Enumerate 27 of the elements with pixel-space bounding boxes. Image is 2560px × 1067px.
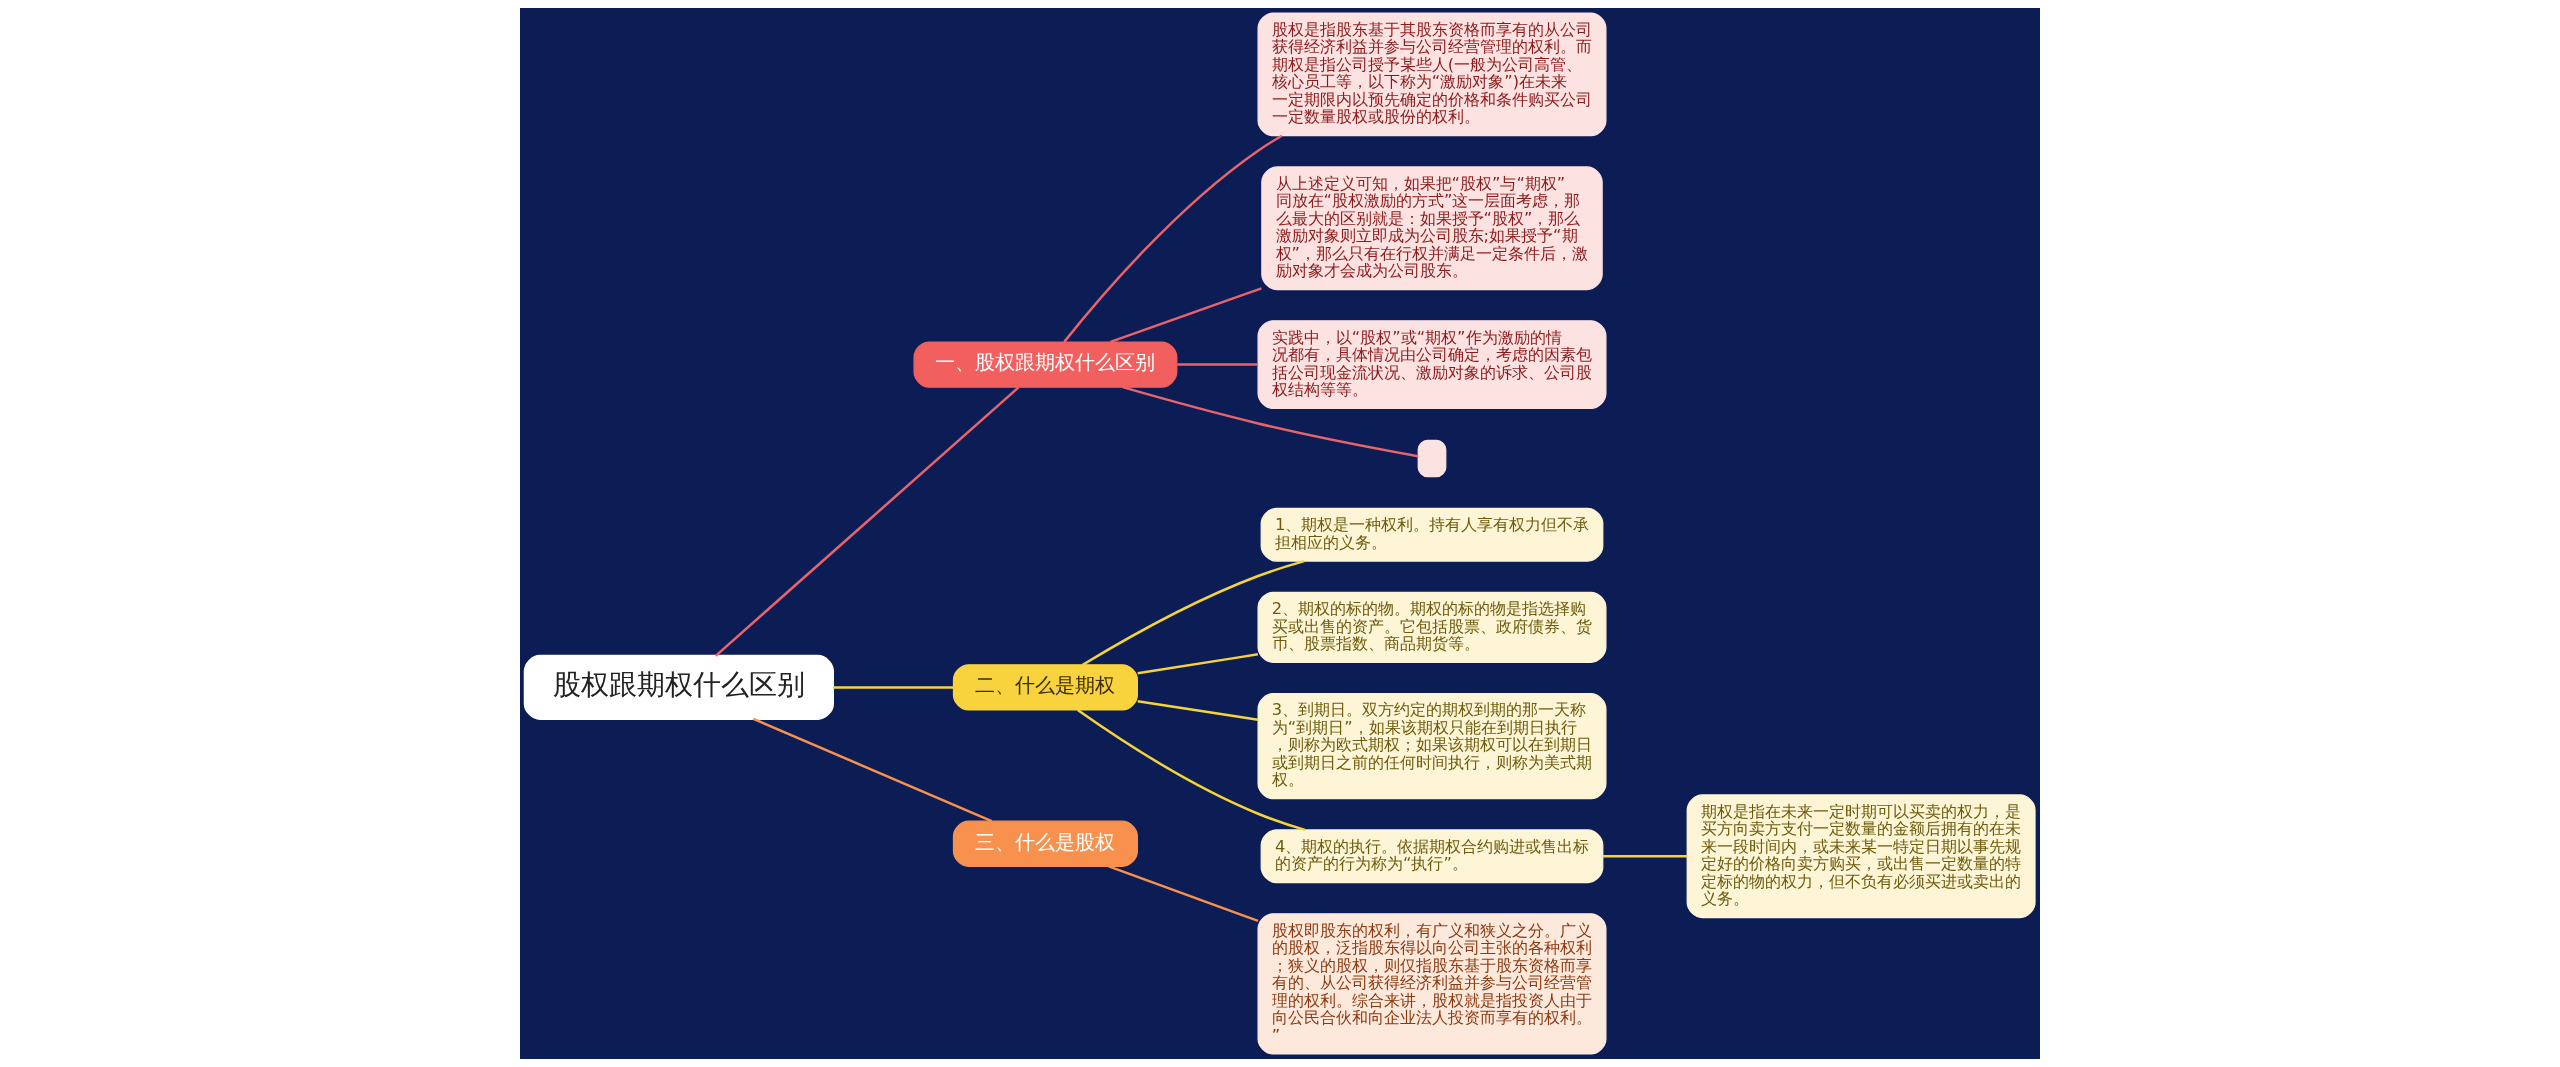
connector <box>1063 134 1283 343</box>
connector <box>752 717 993 823</box>
node-box: 股权跟期权什么区别 <box>523 654 834 720</box>
node-box: 股权即股东的权利，有广义和狭义之分。广义的股权，泛指股东得以向公司主张的各种权利；狭义的股权，则仅指股东基于股东资格而享有的、从公司获得经济利益并参与公司经营管理的权利。综合来讲，股权就是指投资人由于向公民合伙和向企业法人投资而享有的权利。” <box>1257 913 1607 1055</box>
node-box: 3、到期日。双方约定的期权到期的那一天称为“到期日”，如果该期权只能在到期日执行，则称为欧式期权；如果该期权可以在到期日或到期日之前的任何时间执行，则称为美式期权。 <box>1257 693 1607 800</box>
node-box: 4、期权的执行。依据期权合约购进或售出标的资产的行为称为“执行”。 <box>1260 829 1604 884</box>
node-box: 二、什么是期权 <box>952 664 1138 711</box>
connector <box>832 686 954 689</box>
connector <box>1082 559 1305 666</box>
connector <box>1110 287 1262 344</box>
connector <box>1122 385 1419 458</box>
node-box: 1、期权是一种权利。持有人享有权力但不承担相应的义务。 <box>1260 507 1604 562</box>
connector <box>1137 700 1259 721</box>
node-box <box>1417 439 1447 478</box>
node-box: 股权是指股东基于其股东资格而享有的从公司获得经济利益并参与公司经营管理的权利。而期权是指公司授予某些人(一般为公司高管、核心员工等，以下称为“激励对象”)在未来一定期限内以预先确定的价格和条件购买公司一定数量股权或股份的权利。 <box>1257 12 1607 137</box>
node-box: 三、什么是股权 <box>952 820 1138 867</box>
connector <box>714 386 1020 657</box>
node-box: 从上述定义可知，如果把“股权”与“期权”同放在“股权激励的方式”这一层面考虑，那么最大的区别就是：如果授予“股权”，那么激励对象则立即成为公司股东;如果授予“期权”，那么只有在行权并满足一定条件后，激励对象才会成为公司股东。 <box>1261 166 1603 291</box>
connector <box>1177 363 1259 366</box>
node-box: 实践中，以“股权”或“期权”作为激励的情况都有，具体情况由公司确定，考虑的因素包括公司现金流状况、激励对象的诉求、公司股权结构等等。 <box>1257 320 1607 410</box>
node-box: 一、股权跟期权什么区别 <box>913 341 1178 388</box>
connector <box>1137 653 1259 675</box>
node-box: 2、期权的标的物。期权的标的物是指选择购买或出售的资产。它包括股票、政府债券、货币、股票指数、商品期货等。 <box>1257 591 1607 663</box>
connector <box>1108 865 1259 923</box>
connector <box>1077 708 1306 832</box>
node-box: 期权是指在未来一定时期可以买卖的权力，是买方向卖方支付一定数量的金额后拥有的在未来一段时间内，或未来某一特定日期以事先规定好的价格向卖方购买，或出售一定数量的特定标的物的权力，但不负有必须买进或卖出的义务。 <box>1686 794 2036 919</box>
connector <box>1603 855 1688 858</box>
